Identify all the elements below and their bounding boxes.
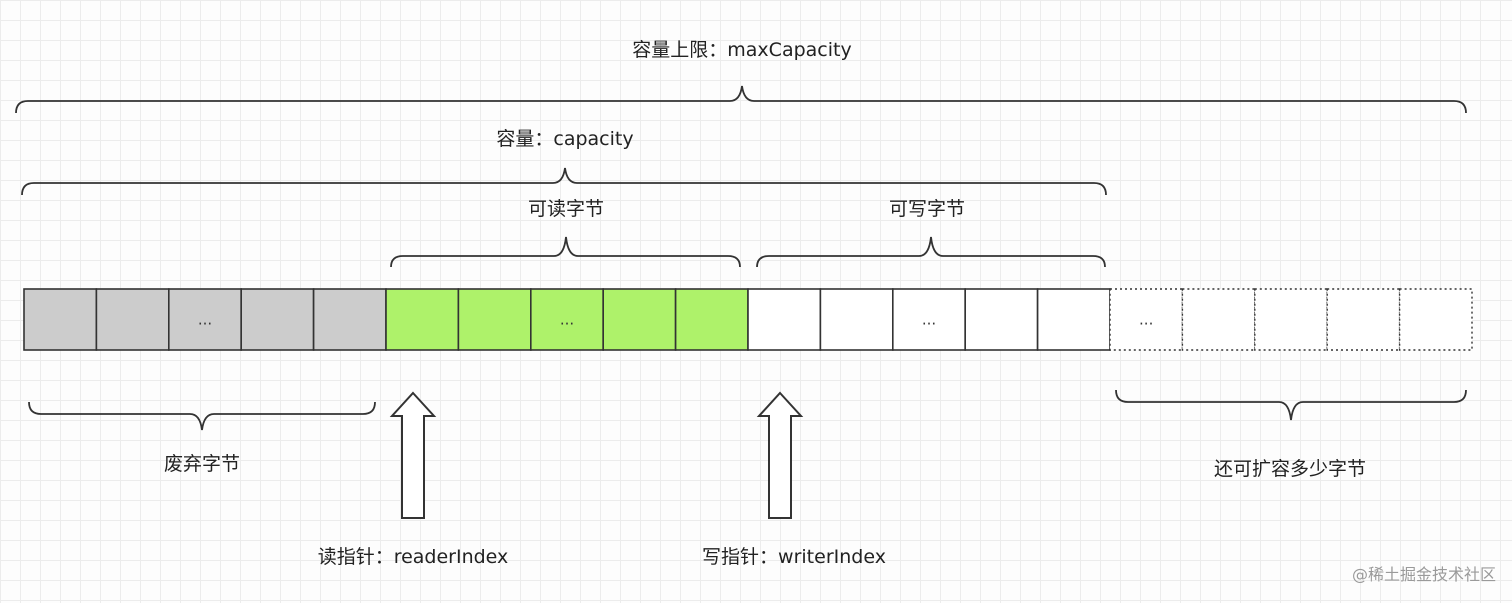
expandable-byte-cell [1181,288,1256,351]
writer-index-label: 写指针：writerIndex [702,546,886,568]
readable-byte-cell [674,288,749,351]
writable-ellipsis: ... [922,311,936,329]
discarded-byte-cell [23,288,98,351]
expandable-byte-cell [1254,288,1328,351]
discarded-ellipsis: ... [198,311,212,329]
readable-byte-cell [529,288,604,351]
readable-ellipsis: ... [560,311,574,329]
capacity-brace [21,167,1107,196]
expandable-bytes-label: 还可扩容多少字节 [1214,458,1366,480]
expandable-byte-cell [1109,288,1184,351]
reader-index-arrow-icon [389,391,437,519]
byte-cells: ............ [23,288,1473,351]
writable-bytes-label: 可写字节 [889,198,965,220]
readable-byte-cell [602,288,677,351]
expandable-bytes-brace [1115,389,1467,421]
writable-bytes-brace [756,236,1106,268]
readable-byte-cell [385,288,460,351]
readable-byte-cell [457,288,532,351]
max-capacity-label: 容量上限：maxCapacity [632,39,851,61]
discarded-bytes-brace [28,401,376,431]
expandable-ellipsis: ... [1139,311,1153,329]
discarded-byte-cell [312,288,387,351]
reader-index-label: 读指针：readerIndex [318,546,509,568]
writable-byte-cell [964,288,1039,351]
discarded-bytes-label: 废弃字节 [164,453,240,475]
writable-byte-cell [819,288,894,351]
expandable-byte-cell [1326,288,1401,351]
discarded-byte-cell [168,288,243,351]
readable-bytes-label: 可读字节 [528,198,604,220]
max-capacity-brace [15,85,1467,114]
writable-byte-cell [891,288,966,351]
writable-byte-cell [1036,288,1111,351]
expandable-byte-cell [1398,288,1473,351]
watermark: @稀土掘金技术社区 [1352,565,1496,584]
writer-index-arrow-icon [756,391,804,519]
readable-bytes-brace [390,236,741,268]
capacity-label: 容量：capacity [496,128,633,150]
discarded-byte-cell [240,288,315,351]
writable-byte-cell [747,288,822,351]
discarded-byte-cell [95,288,170,351]
